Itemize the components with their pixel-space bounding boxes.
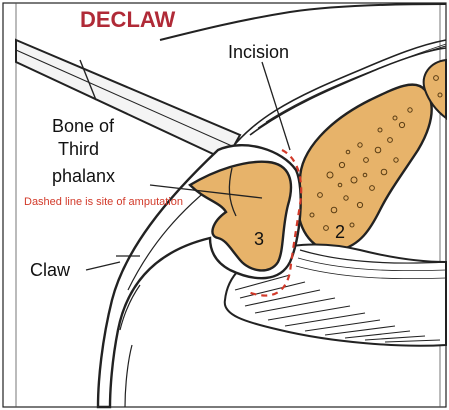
claw-label: Claw: [30, 260, 71, 280]
incision-leader: [262, 62, 290, 150]
bone-label-line2: Third: [58, 139, 99, 159]
scalpel-icon: [16, 40, 240, 160]
bone-label-line1: Bone of: [52, 116, 115, 136]
incision-label: Incision: [228, 42, 289, 62]
diagram-title: DECLAW: [80, 7, 176, 32]
amputation-note: Dashed line is site of amputation: [24, 196, 183, 208]
bone-number-2: 2: [335, 222, 345, 242]
bone-label-line3: phalanx: [52, 166, 115, 186]
claw-leader: [86, 262, 120, 270]
second-phalanx-bone: [298, 85, 432, 251]
bone-number-3: 3: [254, 229, 264, 249]
